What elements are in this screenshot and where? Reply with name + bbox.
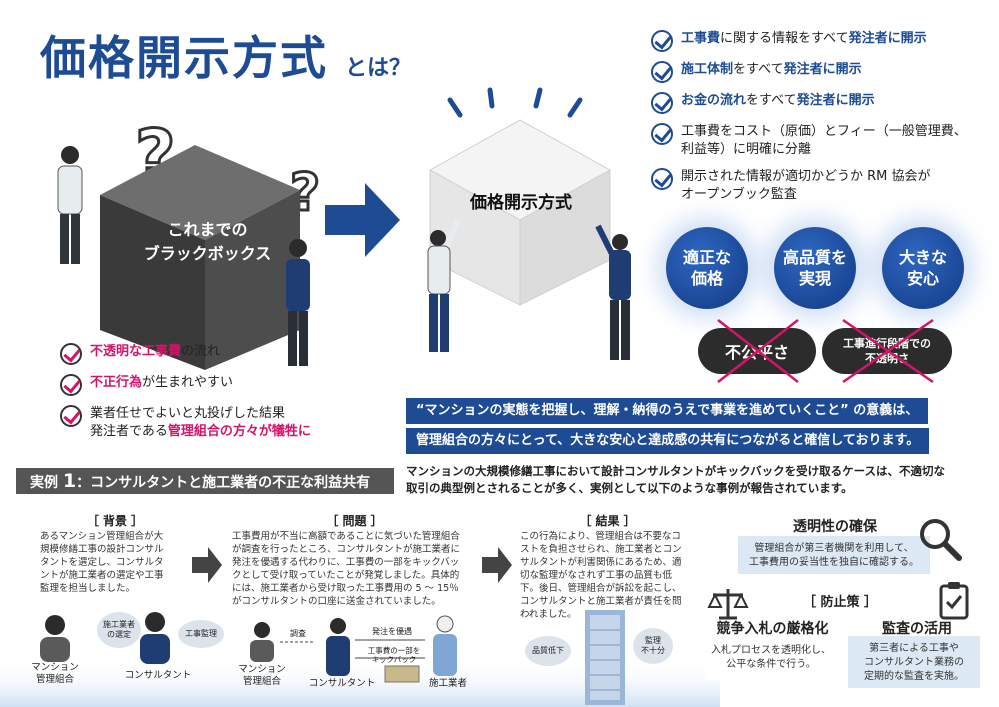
check-icon: [60, 374, 82, 396]
person-thinking-icon: [57, 146, 83, 264]
arrow-right-icon: [482, 547, 512, 583]
result-bubble: 監理不十分: [633, 628, 673, 664]
check-item: お金の流れをすべて発注者に開示: [651, 92, 996, 114]
person-label: コンサルタント: [124, 670, 192, 681]
sparkle-icon: [447, 87, 583, 118]
person-label: 施工業者: [428, 678, 467, 689]
role-bubble: 工事監理: [178, 620, 224, 648]
result-bubble: 品質低下: [525, 636, 571, 666]
check-icon: [651, 61, 673, 83]
arrow-right-icon: [192, 547, 222, 583]
role-bubble: 施工業者の選定: [97, 612, 141, 648]
open-box-label: 価格開示方式: [470, 193, 572, 213]
person-icon: [140, 612, 170, 664]
building-icon: [585, 610, 625, 705]
flow-label: 発注を優遇: [372, 627, 412, 636]
check-icon: [651, 30, 673, 52]
check-icon: [60, 405, 82, 427]
audit-box: 第三者による工事やコンサルタント業務の定期的な監査を実施。: [848, 636, 980, 688]
check-item: 開示された情報が適切かどうか RM 協会がオープンブック監査: [651, 168, 996, 204]
black-box-label: これまでの ブラックボックス: [143, 220, 272, 263]
result-text: この行為により、管理組合は不要なコストを負担させられ、施工業者とコンサルタントが…: [520, 531, 682, 620]
problem-text: 工事費用が不当に高額であることに気づいた管理組合が調査を行ったところ、コンサルタ…: [232, 531, 461, 607]
person-thinking-icon: [286, 239, 310, 366]
person-icon: [326, 618, 350, 676]
person-label: コンサルタント: [308, 678, 376, 689]
page-title-suffix: とは？: [345, 56, 412, 81]
page-title: 価格開示方式: [40, 31, 328, 85]
magnifier-icon: [920, 519, 962, 561]
check-item: 工事費に関する情報をすべて発注者に開示: [651, 30, 996, 52]
audit-title: 監査の活用: [882, 621, 952, 637]
check-item: 不透明な工事費の流れ: [60, 343, 360, 365]
check-icon: [651, 168, 673, 190]
cross-out-icon: [717, 318, 934, 384]
illustration: ? ? ?: [57, 87, 631, 370]
person-icon: [40, 615, 70, 662]
result-heading: ［ 結果 ］: [579, 514, 636, 528]
prevention-heading: ［ 防止策 ］: [802, 595, 878, 610]
benefit-circle: 適正な価格: [666, 227, 748, 309]
person-icon: [250, 622, 274, 662]
statement-banner: 管理組合の方々にとって、大きな安心と達成感の共有につながると確信しております。: [406, 428, 930, 454]
person-label: マンション管理組合: [31, 662, 79, 685]
transparency-box: 管理組合が第三者機関を利用して、工事費用の妥当性を独自に確認する。: [738, 536, 930, 574]
person-icon: [433, 615, 457, 676]
problem-heading: ［ 問題 ］: [326, 514, 383, 528]
background-heading: ［ 背景 ］: [86, 514, 144, 528]
benefit-circle: 高品質を実現: [774, 227, 856, 309]
flow-label: 工事費の一部をキックバック: [367, 646, 421, 664]
case-illustration: [0, 610, 720, 707]
check-item: 不正行為が生まれやすい: [60, 374, 360, 396]
scale-icon: [707, 589, 749, 620]
check-item: 業者任せでよいと丸投げした結果発注者である管理組合の方々が犠牲に: [60, 405, 360, 441]
check-item: 工事費をコスト（原価）とフィー（一般管理費、利益等）に明確に分離: [651, 123, 996, 159]
problem-checklist: 不透明な工事費の流れ 不正行為が生まれやすい 業者任せでよいと丸投げした結果発注…: [60, 343, 360, 450]
clipboard-check-icon: [939, 582, 969, 620]
arrow-right-icon: [325, 183, 400, 257]
disclosure-checklist: 工事費に関する情報をすべて発注者に開示 施工体制をすべて発注者に開示 お金の流れ…: [651, 30, 996, 213]
statement-banner: “マンションの実態を把握し、理解・納得のうえで事業を進めていくこと” の意義は、: [406, 398, 929, 424]
background-text: あるマンション管理組合が大規模修繕工事の設計コンサルタントを選定し、コンサルタン…: [40, 531, 164, 594]
check-icon: [651, 123, 673, 145]
case-study-header: 実例 1：コンサルタントと施工業者の不正な利益共有: [16, 468, 394, 494]
eliminated-item: 工事進行段階での不透明さ: [822, 328, 952, 374]
case-study-description: マンションの大規模修繕工事において設計コンサルタントがキックバックを受け取るケー…: [406, 464, 945, 495]
bidding-box: 入札プロセスを透明化し、公平な条件で行う。: [705, 638, 837, 680]
check-item: 施工体制をすべて発注者に開示: [651, 61, 996, 83]
flow-label: 調査: [290, 629, 306, 638]
benefit-circle: 大きな安心: [882, 227, 964, 309]
transparency-title: 透明性の確保: [793, 519, 877, 535]
person-label: マンション管理組合: [238, 664, 286, 687]
bidding-title: 競争入札の厳格化: [716, 621, 829, 637]
check-icon: [651, 92, 673, 114]
open-box-cube-icon: [428, 119, 612, 306]
person-lifting-icon: [595, 224, 631, 360]
black-box-cube-icon: [100, 145, 300, 370]
money-icon: [384, 665, 420, 683]
check-icon: [60, 343, 82, 365]
person-lifting-icon: [427, 218, 461, 352]
